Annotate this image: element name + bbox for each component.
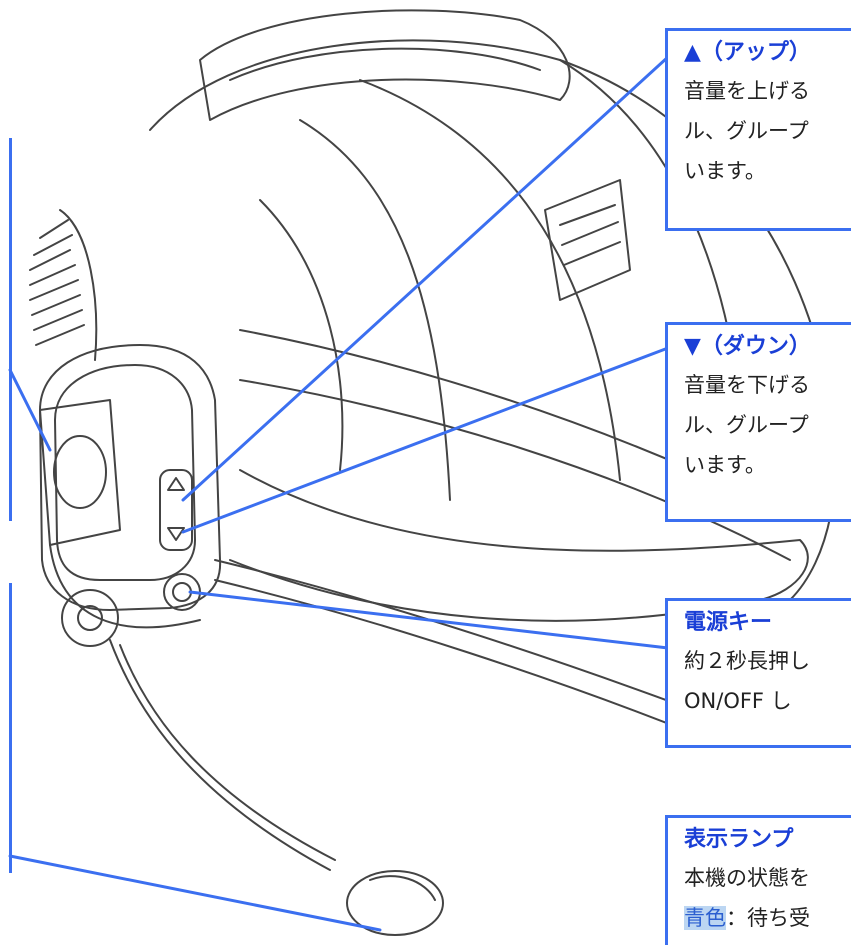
helmet-rim [229, 469, 809, 622]
bracket-lamp [9, 583, 12, 873]
headband [199, 9, 571, 121]
bracket-display [9, 138, 12, 521]
lamp-housing [61, 589, 119, 647]
down-key-icon [167, 527, 185, 541]
callout-down-title: ▼（ダウン） [684, 334, 811, 359]
callout-up-line: 音量を上げる [684, 79, 810, 103]
callout-power-key: 電源キー 約２秒長押し ON/OFF し [665, 598, 851, 748]
callout-down-line: ル、グループ [684, 413, 809, 437]
callout-up-title: ▲（アップ） [684, 40, 811, 65]
up-key-icon [167, 477, 185, 491]
callout-lamp-blue-line: 青色：待ち受 [684, 898, 851, 938]
callout-lamp: 表示ランプ 本機の状態を 青色：待ち受 [665, 815, 851, 945]
spring-coil [29, 219, 85, 346]
callout-up-line: います。 [684, 159, 766, 183]
microphone-icon [346, 870, 444, 936]
button-column [159, 469, 193, 551]
callout-power-line: ON/OFF し [684, 689, 792, 713]
leader-line-up [181, 55, 670, 502]
earpiece-housing [39, 344, 222, 611]
callout-up-line: ル、グループ [684, 119, 809, 143]
callout-power-line: 約２秒長押し [684, 649, 810, 673]
blue-status-text: ：待ち受 [726, 906, 810, 930]
callout-down-line: います。 [684, 453, 766, 477]
leader-line-power [188, 590, 670, 650]
callout-up-key: ▲（アップ） 音量を上げる ル、グループ います。 [665, 28, 851, 231]
leader-line-display [8, 368, 52, 452]
leader-line-lamp [8, 854, 382, 932]
callout-power-title: 電源キー [684, 610, 773, 635]
mic-boom [109, 639, 331, 871]
leader-line-down [181, 346, 670, 534]
callout-down-key: ▼（ダウン） 音量を下げる ル、グループ います。 [665, 322, 851, 522]
blue-status-label: 青色 [684, 906, 726, 930]
callout-lamp-title: 表示ランプ [684, 827, 794, 852]
callout-lamp-line: 本機の状態を [684, 866, 810, 890]
callout-down-line: 音量を下げる [684, 373, 810, 397]
